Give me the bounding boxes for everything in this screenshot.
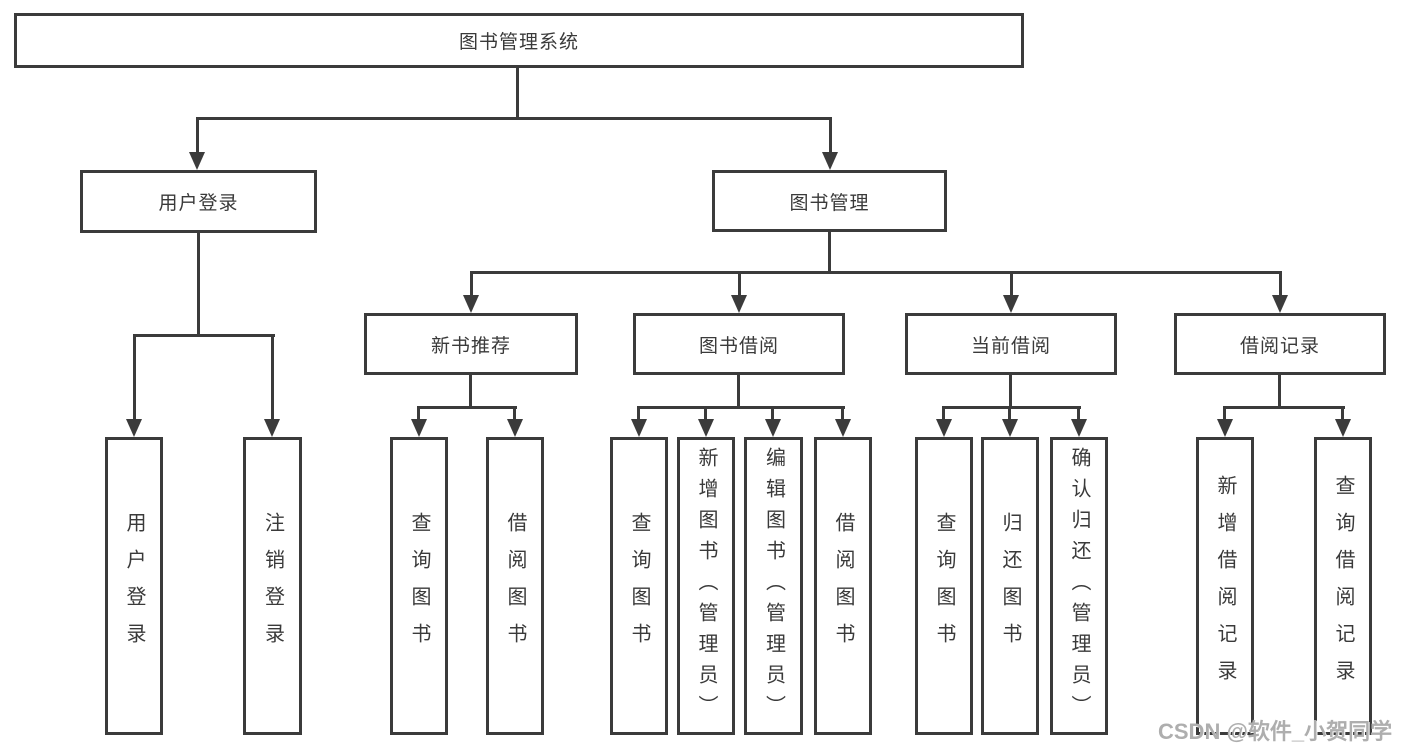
- connector-new-books-stem: [469, 375, 472, 408]
- leaf-label: 查询图书: [933, 512, 955, 660]
- arrow-down-icon: [1335, 419, 1351, 437]
- arrow-down-icon: [1002, 419, 1018, 437]
- connector-drop: [1279, 271, 1282, 295]
- connector-borrow-records-stem: [1278, 375, 1281, 408]
- leaf-label: 用户登录: [123, 512, 145, 660]
- leaf-label: 编辑图书（管理员）: [762, 446, 785, 726]
- arrow-down-icon: [631, 419, 647, 437]
- connector-drop: [637, 406, 640, 419]
- connector-book-mgmt-stem: [828, 232, 831, 272]
- node-book-borrow: 图书借阅: [633, 313, 845, 375]
- arrow-down-icon: [936, 419, 952, 437]
- leaf-confirm-return-admin: 确认归还（管理员）: [1050, 437, 1108, 735]
- node-label: 借阅记录: [1239, 335, 1320, 357]
- node-borrow-records: 借阅记录: [1174, 313, 1386, 375]
- arrow-down-icon: [835, 419, 851, 437]
- node-book-management: 图书管理: [712, 170, 947, 232]
- leaf-query-borrow-record: 查询借阅记录: [1314, 437, 1372, 735]
- node-label: 图书借阅: [698, 335, 779, 357]
- node-current-borrow: 当前借阅: [905, 313, 1117, 375]
- leaf-user-login: 用户登录: [105, 437, 163, 735]
- arrow-down-icon: [765, 419, 781, 437]
- node-library-management-system: 图书管理系统: [14, 13, 1024, 68]
- leaf-label: 借阅图书: [832, 512, 854, 660]
- connector-current-borrow-stem: [1009, 375, 1012, 408]
- leaf-query-books: 查询图书: [390, 437, 448, 735]
- arrow-down-icon: [264, 419, 280, 437]
- connector-borrow-records-rail: [1223, 406, 1345, 409]
- connector-drop: [771, 406, 774, 419]
- node-label: 当前借阅: [970, 335, 1051, 357]
- node-label: 图书管理: [789, 192, 870, 214]
- arrow-down-icon: [1272, 295, 1288, 313]
- arrow-down-icon: [731, 295, 747, 313]
- leaf-return-books: 归还图书: [981, 437, 1039, 735]
- leaf-borrow-books: 借阅图书: [814, 437, 872, 735]
- node-label: 新书推荐: [430, 335, 511, 357]
- leaf-logout: 注销登录: [243, 437, 302, 735]
- connector-drop: [133, 334, 136, 419]
- node-user-login: 用户登录: [80, 170, 317, 233]
- connector-root-rail: [196, 117, 832, 120]
- arrow-down-icon: [507, 419, 523, 437]
- leaf-label: 查询借阅记录: [1332, 475, 1354, 697]
- connector-drop: [470, 271, 473, 295]
- connector-drop: [738, 271, 741, 295]
- leaf-label: 注销登录: [261, 512, 284, 660]
- connector-book-borrow-stem: [737, 375, 740, 408]
- connector-drop: [1223, 406, 1226, 419]
- connector-user-login-rail: [133, 334, 275, 337]
- arrow-down-icon: [1071, 419, 1087, 437]
- connector-drop: [417, 406, 420, 419]
- connector-drop: [271, 334, 274, 419]
- csdn-watermark: CSDN @软件_小贺同学: [1158, 719, 1393, 744]
- arrow-down-icon: [463, 295, 479, 313]
- connector-new-books-rail: [417, 406, 517, 409]
- leaf-edit-books-admin: 编辑图书（管理员）: [744, 437, 803, 735]
- arrow-down-icon: [822, 152, 838, 170]
- leaf-borrow-books: 借阅图书: [486, 437, 544, 735]
- leaf-label: 新增借阅记录: [1214, 475, 1236, 697]
- arrow-down-icon: [1003, 295, 1019, 313]
- connector-root-stem: [516, 68, 519, 118]
- connector-user-login-stem: [197, 233, 200, 335]
- connector-drop: [1341, 406, 1344, 419]
- node-new-book-recommend: 新书推荐: [364, 313, 578, 375]
- connector-drop: [841, 406, 844, 419]
- leaf-add-borrow-record: 新增借阅记录: [1196, 437, 1254, 735]
- leaf-query-books: 查询图书: [915, 437, 973, 735]
- connector-drop: [1010, 271, 1013, 295]
- connector-drop: [704, 406, 707, 419]
- arrow-down-icon: [411, 419, 427, 437]
- connector-drop: [196, 117, 199, 152]
- connector-drop: [1077, 406, 1080, 419]
- leaf-label: 新增图书（管理员）: [695, 446, 717, 726]
- arrow-down-icon: [189, 152, 205, 170]
- leaf-add-books-admin: 新增图书（管理员）: [677, 437, 735, 735]
- connector-drop: [1008, 406, 1011, 419]
- node-label: 图书管理系统: [458, 32, 579, 53]
- connector-book-borrow-rail: [637, 406, 845, 409]
- arrow-down-icon: [126, 419, 142, 437]
- connector-book-mgmt-rail: [470, 271, 1282, 274]
- connector-drop: [829, 117, 832, 152]
- arrow-down-icon: [1217, 419, 1233, 437]
- arrow-down-icon: [698, 419, 714, 437]
- connector-current-borrow-rail: [942, 406, 1081, 409]
- connector-drop: [513, 406, 516, 419]
- leaf-label: 归还图书: [999, 512, 1021, 660]
- node-label: 用户登录: [158, 193, 239, 214]
- leaf-label: 查询图书: [408, 512, 430, 660]
- leaf-label: 查询图书: [628, 512, 650, 660]
- leaf-query-books: 查询图书: [610, 437, 668, 735]
- leaf-label: 确认归还（管理员）: [1068, 446, 1090, 726]
- connector-drop: [942, 406, 945, 419]
- leaf-label: 借阅图书: [504, 512, 526, 660]
